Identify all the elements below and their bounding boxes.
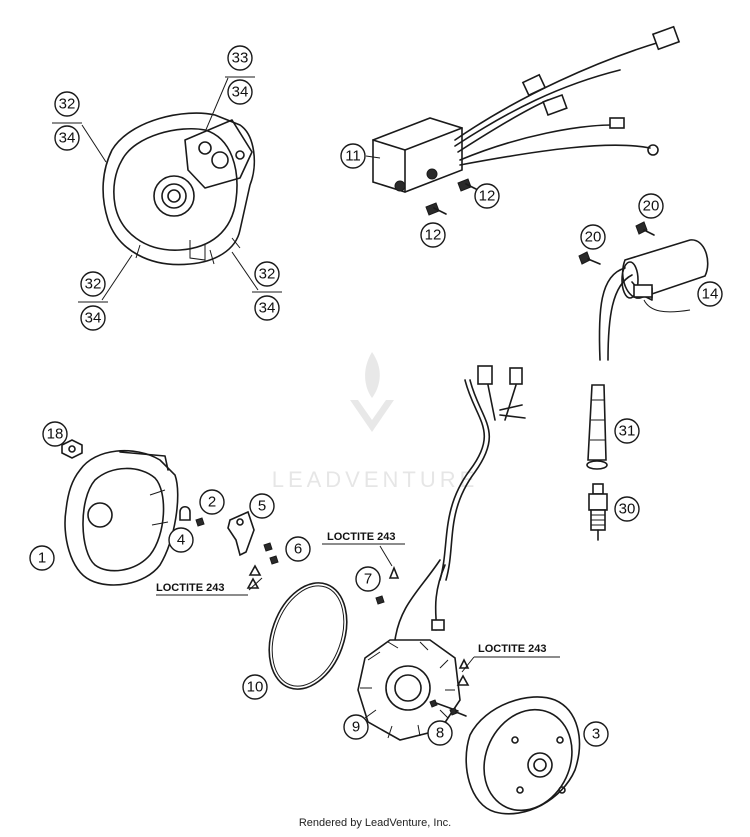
leader-32c <box>231 251 259 291</box>
loctite-label-c: LOCTITE 243 <box>478 643 546 655</box>
callout-31: 31 <box>614 418 640 444</box>
svg-text:30: 30 <box>619 501 636 518</box>
svg-text:10: 10 <box>247 679 264 696</box>
svg-text:7: 7 <box>364 571 372 588</box>
callout-4: 4 <box>168 527 194 553</box>
callout-3: 3 <box>583 721 609 747</box>
callout-7: 7 <box>355 566 381 592</box>
callout-18: 18 <box>42 421 68 447</box>
leader-32a <box>81 124 107 163</box>
callout-32a: 32 <box>54 91 80 117</box>
callout-20a: 20 <box>638 193 664 219</box>
svg-text:32: 32 <box>259 266 276 283</box>
loctite-label-b: LOCTITE 243 <box>156 582 224 594</box>
callout-12b: 12 <box>420 222 446 248</box>
svg-text:4: 4 <box>177 532 185 549</box>
svg-text:34: 34 <box>85 310 102 327</box>
svg-text:20: 20 <box>585 229 602 246</box>
callout-9: 9 <box>343 714 369 740</box>
svg-text:3: 3 <box>592 726 600 743</box>
callout-14: 14 <box>697 281 723 307</box>
generator-cover-assembly <box>102 112 256 266</box>
flywheel-rotor <box>465 696 581 815</box>
leadventure-watermark: LEADVENTURE <box>272 352 479 492</box>
callout-5: 5 <box>249 493 275 519</box>
nut <box>61 439 83 459</box>
pulse-generator <box>227 510 255 557</box>
svg-text:2: 2 <box>208 494 216 511</box>
leader-32b <box>101 254 133 301</box>
watermark-text: LEADVENTURE <box>272 467 479 492</box>
svg-text:32: 32 <box>85 276 102 293</box>
ignition-cover <box>64 449 179 586</box>
ignition-coil <box>598 239 709 361</box>
screws-6 <box>246 542 279 589</box>
svg-text:5: 5 <box>258 498 266 515</box>
coil-bolts <box>578 221 655 265</box>
svg-text:20: 20 <box>643 198 660 215</box>
callout-11: 11 <box>340 143 366 169</box>
svg-text:32: 32 <box>59 96 76 113</box>
screw-2 <box>195 517 205 527</box>
cdi-screws <box>425 178 479 216</box>
callout-10: 10 <box>242 674 268 700</box>
stator-screws <box>375 565 470 717</box>
svg-text:34: 34 <box>259 300 276 317</box>
svg-text:11: 11 <box>345 148 361 165</box>
svg-text:12: 12 <box>479 188 496 205</box>
leader-33 <box>204 77 229 133</box>
svg-text:14: 14 <box>702 286 719 303</box>
svg-text:33: 33 <box>232 50 249 67</box>
stator <box>357 365 526 741</box>
callout-33: 33 <box>227 45 253 71</box>
cdi-unit <box>372 25 681 193</box>
callout-34c: 34 <box>80 305 106 331</box>
spark-plug-connector <box>586 384 608 470</box>
o-ring <box>268 582 348 690</box>
callout-6: 6 <box>285 536 311 562</box>
callout-34b: 34 <box>227 79 253 105</box>
svg-text:1: 1 <box>38 550 46 567</box>
svg-text:34: 34 <box>59 130 76 147</box>
callout-1: 1 <box>29 545 55 571</box>
svg-text:8: 8 <box>436 725 444 742</box>
callout-32b: 32 <box>80 271 106 297</box>
svg-text:18: 18 <box>47 426 64 443</box>
footer-credit: Rendered by LeadVenture, Inc. <box>298 817 452 829</box>
callout-34d: 34 <box>254 295 280 321</box>
callout-12a: 12 <box>474 183 500 209</box>
callout-34a: 34 <box>54 125 80 151</box>
callout-32c: 32 <box>254 261 280 287</box>
callout-30: 30 <box>614 496 640 522</box>
callout-20b: 20 <box>580 224 606 250</box>
callout-8: 8 <box>427 720 453 746</box>
svg-text:6: 6 <box>294 541 302 558</box>
loctite-label-a: LOCTITE 243 <box>327 531 395 543</box>
svg-text:34: 34 <box>232 84 249 101</box>
woodruff-key <box>179 505 191 521</box>
svg-text:12: 12 <box>425 227 442 244</box>
callout-2: 2 <box>199 489 225 515</box>
spark-plug <box>588 483 608 541</box>
svg-text:9: 9 <box>352 719 360 736</box>
svg-text:31: 31 <box>619 423 636 440</box>
